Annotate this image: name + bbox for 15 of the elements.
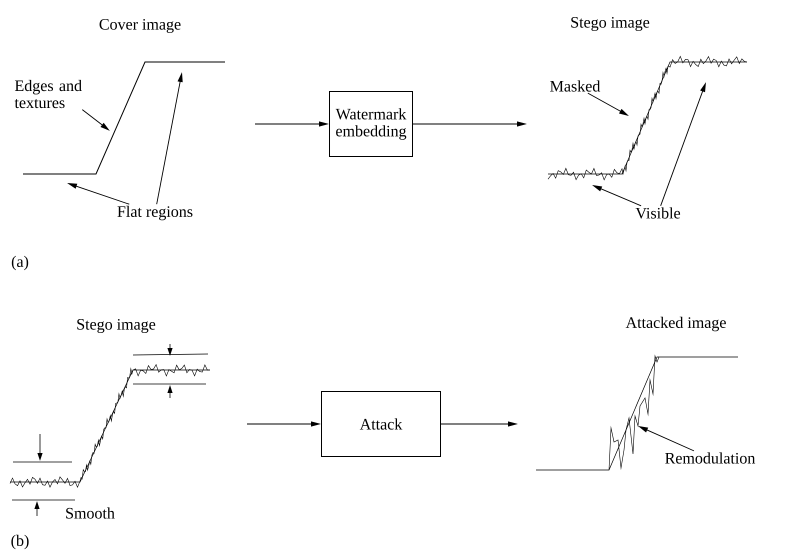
- process-box: Watermark embedding: [329, 91, 413, 157]
- callout-text: Edges and textures: [14, 80, 82, 108]
- panel-label: (a): [12, 256, 28, 270]
- process-box: Attack: [321, 391, 441, 457]
- panel-label: (b): [11, 534, 29, 550]
- callout-text: Remodulation: [665, 452, 756, 464]
- image-title: Stego image: [77, 318, 156, 334]
- image-title: Cover image: [100, 18, 181, 34]
- callout-text: Visible: [636, 207, 680, 219]
- image-title: Stego image: [571, 16, 650, 32]
- image-title: Attacked image: [626, 316, 726, 332]
- curve-drawing: [548, 56, 748, 181]
- dimension-label: Smooth: [66, 507, 115, 519]
- curve-drawing: [10, 364, 210, 488]
- callout-text: Flat regions: [117, 206, 192, 220]
